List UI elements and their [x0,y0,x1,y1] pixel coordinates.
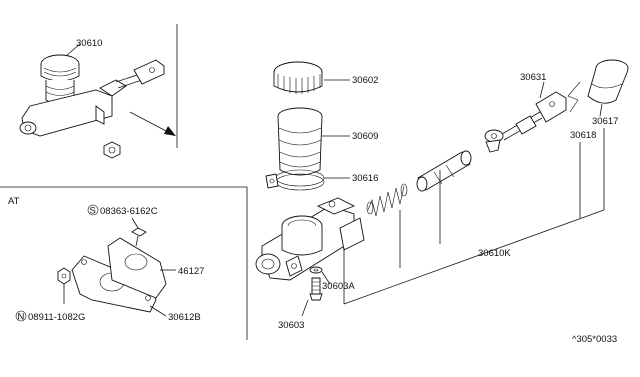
gasket-plate-figure [71,237,167,313]
callout-30602: 30602 [352,75,378,86]
bolt-figure [131,217,147,247]
callout-30610: 30610 [76,38,102,49]
screw-symbol-letter: S [90,206,96,217]
callout-08911-1082G: 08911-1082G [28,312,85,323]
piston-figure [416,150,472,192]
callout-46127: 46127 [178,266,204,277]
cylinder-body-figure [255,197,365,281]
reservoir-figure [277,107,350,176]
callout-30618: 30618 [570,130,596,141]
callout-30609: 30609 [352,131,378,142]
dust-boot-figure [567,59,629,117]
callout-08363-6162C: 08363-6162C [100,206,158,217]
diagram-code: ^305*0033 [572,334,617,345]
callout-30603: 30603 [278,320,304,331]
reservoir-cap-figure [273,61,350,94]
bleeder-screw-figure [301,266,331,317]
nut-symbol-icon [15,310,27,322]
repair-kit-bracket [343,128,605,305]
callout-30616: 30616 [352,173,378,184]
return-spring-figure [366,183,408,217]
callout-30610K: 30610K [478,248,511,259]
master-cylinder-assembly-figure [19,43,176,159]
nut-figure [57,267,71,304]
hose-clamp-figure [265,169,350,191]
panel-frame [0,24,248,340]
callout-30612B: 30612B [168,312,201,323]
inset-section-label: AT [8,196,20,207]
push-rod-figure [484,81,567,153]
callout-30617: 30617 [592,116,618,127]
callout-30603A: 30603A [322,281,355,292]
screw-symbol-icon [87,204,99,216]
callout-30631: 30631 [520,72,546,83]
nut-symbol-letter: N [18,312,25,323]
